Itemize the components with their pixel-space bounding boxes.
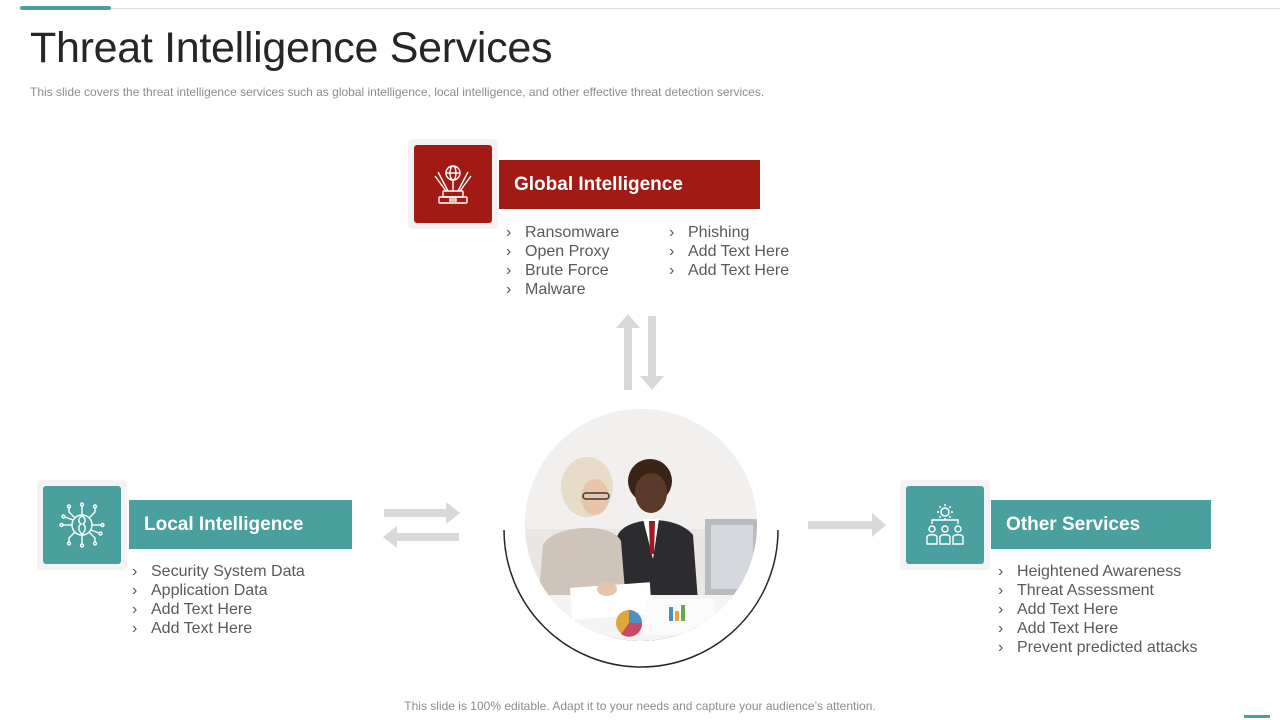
- global-list-col2: Phishing Add Text Here Add Text Here: [669, 223, 789, 280]
- top-accent-bar: [20, 6, 111, 10]
- global-list-col1: Ransomware Open Proxy Brute Force Malwar…: [506, 223, 619, 299]
- arrow-up: [616, 314, 640, 390]
- global-icon-frame: [408, 139, 498, 229]
- other-icon-frame: [900, 480, 990, 570]
- arrow-down: [640, 316, 664, 390]
- meeting-photo-illustration: [525, 409, 757, 641]
- other-services-title: Other Services: [1006, 513, 1141, 535]
- top-rule: [20, 8, 1280, 9]
- local-intelligence-band: Local Intelligence: [129, 500, 352, 549]
- local-intelligence-title: Local Intelligence: [144, 513, 304, 535]
- slide-footer: This slide is 100% editable. Adapt it to…: [404, 699, 876, 713]
- list-item: Brute Force: [506, 261, 619, 280]
- list-item: Heightened Awareness: [998, 562, 1198, 581]
- arrow-right-left-pair-bottom: [383, 526, 459, 548]
- global-intelligence-band: Global Intelligence: [499, 160, 760, 209]
- list-item: Add Text Here: [132, 600, 305, 619]
- list-item: Threat Assessment: [998, 581, 1198, 600]
- list-item: Phishing: [669, 223, 789, 242]
- list-item: Add Text Here: [132, 619, 305, 638]
- corner-accent: [1244, 715, 1270, 718]
- list-item: Open Proxy: [506, 242, 619, 261]
- list-item: Add Text Here: [669, 261, 789, 280]
- global-intelligence-title: Global Intelligence: [514, 173, 683, 195]
- list-item: Prevent predicted attacks: [998, 638, 1198, 657]
- local-icon-tile: [43, 486, 121, 564]
- global-icon-tile: [414, 145, 492, 223]
- local-icon-frame: [37, 480, 127, 570]
- center-photo: [525, 409, 757, 641]
- other-list: Heightened Awareness Threat Assessment A…: [998, 562, 1198, 657]
- local-list: Security System Data Application Data Ad…: [132, 562, 305, 638]
- list-item: Add Text Here: [998, 600, 1198, 619]
- hologram-globe-icon: [434, 165, 472, 204]
- arrow-right: [808, 513, 886, 537]
- list-item: Add Text Here: [998, 619, 1198, 638]
- team-gear-icon: [926, 504, 964, 545]
- list-item: Add Text Here: [669, 242, 789, 261]
- slide-subtitle: This slide covers the threat intelligenc…: [30, 85, 765, 99]
- arrow-right-left-pair-top: [384, 502, 460, 524]
- list-item: Ransomware: [506, 223, 619, 242]
- other-services-band: Other Services: [991, 500, 1211, 549]
- circuit-brain-icon: [59, 502, 105, 548]
- list-item: Malware: [506, 280, 619, 299]
- list-item: Security System Data: [132, 562, 305, 581]
- list-item: Application Data: [132, 581, 305, 600]
- other-icon-tile: [906, 486, 984, 564]
- slide-title: Threat Intelligence Services: [30, 24, 553, 72]
